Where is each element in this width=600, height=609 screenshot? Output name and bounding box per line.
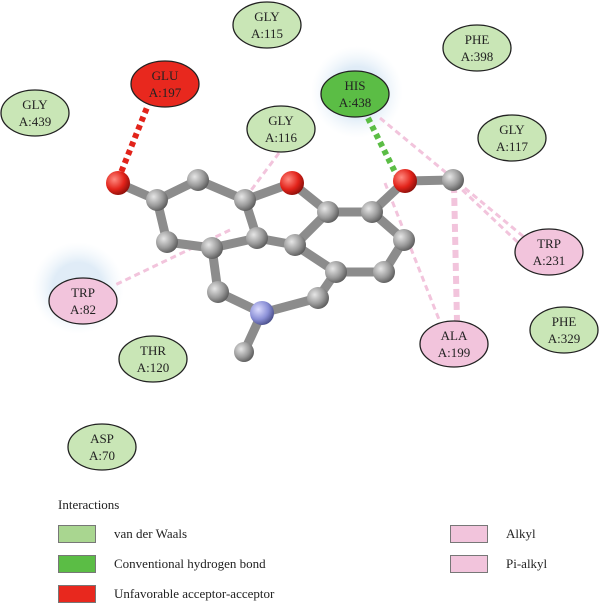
residue-his438: HIS A:438	[320, 70, 390, 118]
residue-name: TRP	[71, 285, 95, 300]
residue-name: PHE	[465, 32, 490, 47]
residue-id: A:231	[533, 253, 566, 268]
carbon-atom	[187, 169, 209, 191]
residue-name: PHE	[552, 314, 577, 329]
residue-id: A:120	[137, 360, 170, 375]
carbon-atom	[234, 189, 256, 211]
carbon-atom	[284, 234, 306, 256]
residue-id: A:329	[548, 331, 581, 346]
alkyl-line-ala199	[451, 184, 460, 323]
residue-gly439: GLY A:439	[0, 89, 70, 137]
oxygen-atom	[280, 171, 304, 195]
carbon-atom	[156, 231, 178, 253]
carbon-atom	[201, 237, 223, 259]
residue-id: A:199	[438, 345, 471, 360]
carbon-atom	[393, 229, 415, 251]
legend-item-alkyl: Alkyl	[450, 524, 536, 544]
residue-id: A:115	[251, 26, 283, 41]
oxygen-atom	[106, 171, 130, 195]
legend-label: Alkyl	[506, 526, 536, 541]
residue-id: A:438	[339, 95, 372, 110]
nitrogen-atom	[250, 301, 274, 325]
ligand-atoms	[106, 169, 464, 362]
unfavorable-acceptor-line	[115, 98, 153, 182]
residue-id: A:398	[461, 49, 494, 64]
residue-asp70: ASP A:70	[67, 423, 137, 471]
residue-gly115: GLY A:115	[232, 1, 302, 49]
hbond-line	[365, 116, 401, 180]
carbon-atom	[234, 342, 254, 362]
hbond-swatch	[58, 555, 96, 573]
carbon-atom	[373, 261, 395, 283]
pi-alkyl-line-ala199	[383, 182, 442, 323]
residue-name: HIS	[345, 78, 366, 93]
ligand-bonds	[113, 175, 458, 357]
legend-title: Interactions	[58, 497, 120, 512]
carbon-atom	[325, 261, 347, 283]
residue-id: A:70	[89, 448, 115, 463]
residue-name: GLY	[254, 9, 280, 24]
residue-id: A:439	[19, 114, 52, 129]
residue-id: A:197	[149, 85, 182, 100]
carbon-atom	[442, 169, 464, 191]
residue-gly117: GLY A:117	[477, 114, 547, 162]
legend-item-hbond: Conventional hydrogen bond	[58, 554, 266, 574]
carbon-atom	[361, 201, 383, 223]
carbon-atom	[307, 287, 329, 309]
residue-phe329: PHE A:329	[529, 306, 599, 354]
residue-thr120: THR A:120	[118, 335, 188, 383]
carbon-atom	[317, 201, 339, 223]
legend-label: Unfavorable acceptor-acceptor	[114, 586, 275, 601]
legend-item-pi-alkyl: Pi-alkyl	[450, 554, 547, 574]
residue-trp82: TRP A:82	[48, 277, 118, 325]
residue-gly116: GLY A:116	[246, 105, 316, 153]
alkyl-swatch	[450, 525, 488, 543]
legend-label: Pi-alkyl	[506, 556, 548, 571]
residue-name: GLY	[268, 113, 294, 128]
legend-item-vdw: van der Waals	[58, 524, 187, 544]
alkyl-line-trp231-a	[379, 116, 531, 244]
legend-label: van der Waals	[114, 526, 188, 541]
interaction-diagram: GLY A:115 GLU A:197 GLY A:439 HIS A:438 …	[0, 1, 599, 471]
residue-ala199: ALA A:199	[419, 320, 489, 368]
interaction-lines	[114, 98, 531, 323]
vdw-swatch	[58, 525, 96, 543]
residue-name: GLY	[499, 122, 525, 137]
carbon-atom	[207, 281, 229, 303]
carbon-atom	[146, 189, 168, 211]
residue-id: A:116	[265, 130, 298, 145]
pi-alkyl-swatch	[450, 555, 488, 573]
legend-label: Conventional hydrogen bond	[114, 556, 266, 571]
residue-name: THR	[140, 343, 166, 358]
residue-glu197: GLU A:197	[130, 60, 200, 108]
residue-phe398: PHE A:398	[442, 24, 512, 72]
alkyl-line-trp231-b	[453, 181, 530, 254]
legend-item-unfavorable: Unfavorable acceptor-acceptor	[58, 584, 274, 604]
residue-name: TRP	[537, 236, 561, 251]
carbon-atom	[246, 227, 268, 249]
residue-name: GLY	[22, 97, 48, 112]
residue-id: A:117	[496, 139, 529, 154]
residue-name: ASP	[90, 431, 114, 446]
residue-name: ALA	[441, 328, 468, 343]
residue-name: GLU	[152, 68, 179, 83]
oxygen-atom	[393, 169, 417, 193]
residue-id: A:82	[70, 302, 96, 317]
residue-trp231: TRP A:231	[514, 228, 584, 276]
unfavorable-swatch	[58, 585, 96, 603]
